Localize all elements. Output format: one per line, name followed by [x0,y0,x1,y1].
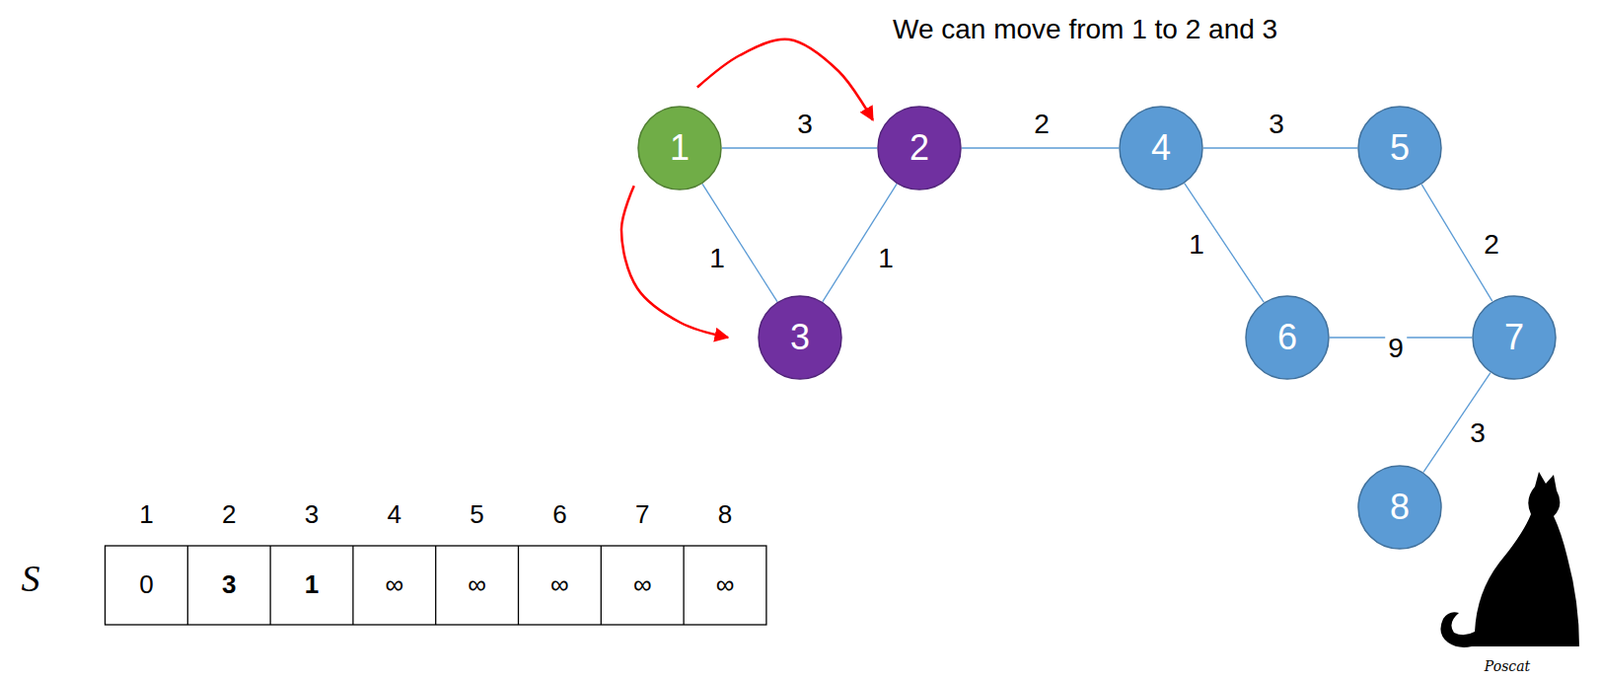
graph-vertex: 1 [637,105,723,191]
array-index: 5 [469,501,484,528]
graph-vertex: 2 [876,105,962,191]
weighted-edge [1423,372,1491,473]
table-cell: ∞ [385,571,405,598]
table-cell: ∞ [633,571,653,598]
array-index: 6 [552,501,567,528]
graph-vertex: 7 [1471,294,1557,380]
cell-divider [600,545,602,625]
connectors [621,39,1493,473]
move-arrow [621,185,728,338]
array-index: 8 [718,501,732,528]
vertex-label-group: 6 [1277,319,1298,356]
graph-vertex: 6 [1244,294,1330,380]
edge-weight: 3 [794,109,816,139]
cell-divider [269,545,271,625]
weighted-edge [1203,146,1358,148]
vertex-number: 3 [790,319,810,356]
graph-vertex: 4 [1118,105,1204,191]
weighted-edge [822,183,897,301]
table-cell: ∞ [467,571,487,598]
edge-weight: 9 [1384,333,1407,363]
vertex-circle [638,106,722,190]
edge-weight: 2 [1030,109,1053,139]
graph-vertex: 5 [1357,105,1443,191]
cell-divider [435,545,437,625]
move-arrow [697,39,873,121]
vertex-number: 8 [1389,489,1410,525]
vertex-circle [1358,106,1442,190]
vertex-number: 4 [1151,130,1171,166]
vertex-circle [758,295,842,379]
vertex-label-group: 5 [1389,130,1410,166]
cell-divider [352,545,354,625]
edge-weight: 3 [1466,418,1489,447]
graph-vertex: 8 [1357,464,1443,550]
vertex-circle [1119,106,1203,190]
edge-weight: 1 [874,243,897,273]
edge-weight: 1 [706,243,728,273]
vertex-circle [1472,295,1556,379]
cell-divider [682,545,684,625]
vertex-circle [1358,465,1442,549]
cell-divider [517,545,519,625]
vertex-label-group: 1 [669,130,690,166]
table-cell: 3 [221,571,236,598]
table-cell: 0 [139,571,153,598]
table-cell: ∞ [550,571,570,598]
heading: We can move from 1 to 2 and 3 [892,14,1278,46]
vertex-label-group: 7 [1504,319,1525,356]
array-grid [105,545,767,625]
weighted-edge [702,183,778,301]
vertex-number: 1 [669,130,690,166]
array-index: 7 [635,501,650,528]
vertex-label-group: 4 [1151,130,1171,166]
vertex-label-group: 3 [790,319,810,356]
vertex-label-group: 8 [1389,489,1410,525]
weighted-edge [961,146,1119,148]
vertex-number: 5 [1389,130,1410,166]
vertex-number: 6 [1277,319,1298,356]
table-cell: ∞ [716,571,735,598]
cell-divider [187,545,189,625]
array-name: S [21,559,41,599]
array-outline [105,545,767,625]
array-index: 2 [221,501,236,528]
vertex-circle [1245,295,1329,379]
table-cell: 1 [304,571,319,598]
array-index: 3 [304,501,319,528]
graph-vertex: 3 [757,294,843,380]
edge-weight: 3 [1265,109,1288,139]
cat-silhouette [1440,471,1580,648]
vertex-circle [877,106,961,190]
weighted-edge [1184,183,1264,302]
vertex-number: 2 [909,130,930,166]
array-index: 1 [139,501,153,528]
vertex-label-group: 2 [909,130,930,166]
edge-weight: 2 [1480,229,1503,259]
watermark: Poscat [1484,658,1530,674]
vertex-number: 7 [1504,319,1525,356]
weighted-edge [722,146,877,148]
array-index: 4 [387,501,402,528]
edge-weight: 1 [1185,229,1208,259]
